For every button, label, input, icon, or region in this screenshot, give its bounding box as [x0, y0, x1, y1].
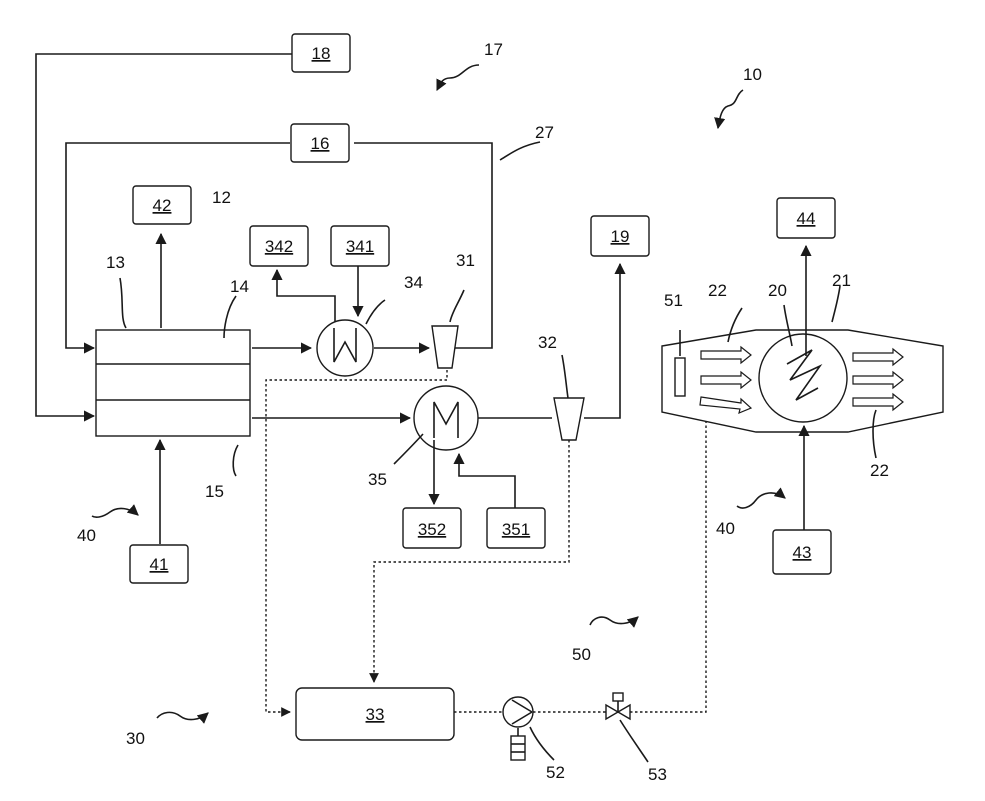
box-43: 43 [773, 426, 831, 574]
svg-text:18: 18 [312, 44, 331, 63]
leader-lines [120, 142, 876, 762]
airflow-arrows-left [700, 347, 751, 413]
label-52: 52 [546, 763, 565, 782]
svg-text:42: 42 [153, 196, 172, 215]
label-40-right: 40 [716, 519, 735, 538]
box-342: 342 [250, 226, 335, 322]
heat-exchanger-35 [414, 386, 478, 450]
label-13: 13 [106, 253, 125, 272]
label-17: 17 [484, 40, 503, 59]
line-32-to-19 [584, 264, 620, 418]
label-15: 15 [205, 482, 224, 501]
box-19: 19 [591, 216, 649, 256]
svg-text:41: 41 [150, 555, 169, 574]
label-14: 14 [230, 277, 249, 296]
box-16: 16 [291, 124, 349, 162]
svg-text:16: 16 [311, 134, 330, 153]
label-22-bottom: 22 [870, 461, 889, 480]
label-20: 20 [768, 281, 787, 300]
box-18: 18 [292, 34, 350, 72]
svg-text:342: 342 [265, 237, 293, 256]
label-50: 50 [572, 645, 591, 664]
sensor-51 [675, 358, 685, 396]
svg-text:341: 341 [346, 237, 374, 256]
label-34: 34 [404, 273, 423, 292]
svg-text:44: 44 [797, 209, 816, 228]
label-27: 27 [535, 123, 554, 142]
water-line-53-to-nozzles [630, 410, 706, 712]
turbine-32 [554, 398, 584, 440]
label-12: 12 [212, 188, 231, 207]
label-31: 31 [456, 251, 475, 270]
fuel-cell-stack [96, 330, 250, 436]
label-35: 35 [368, 470, 387, 489]
heat-exchanger-34 [317, 320, 373, 376]
box-42: 42 [133, 186, 191, 328]
box-41: 41 [130, 440, 188, 583]
box-352: 352 [403, 440, 461, 548]
pump-52 [503, 697, 533, 760]
svg-text:43: 43 [793, 543, 812, 562]
label-51: 51 [664, 291, 683, 310]
heat-exchanger-20 [759, 334, 847, 422]
label-40-left: 40 [77, 526, 96, 545]
airflow-arrows-right [853, 349, 903, 410]
label-21: 21 [832, 271, 851, 290]
box-351: 351 [459, 454, 545, 548]
label-10: 10 [743, 65, 762, 84]
svg-text:351: 351 [502, 520, 530, 539]
box-341: 341 [331, 226, 389, 316]
label-22-top: 22 [708, 281, 727, 300]
svg-text:33: 33 [366, 705, 385, 724]
label-32: 32 [538, 333, 557, 352]
svg-text:352: 352 [418, 520, 446, 539]
label-53: 53 [648, 765, 667, 784]
svg-text:19: 19 [611, 227, 630, 246]
valve-53 [606, 693, 630, 719]
water-tank-33: 33 [296, 688, 454, 740]
turbine-31 [432, 326, 458, 368]
label-30: 30 [126, 729, 145, 748]
